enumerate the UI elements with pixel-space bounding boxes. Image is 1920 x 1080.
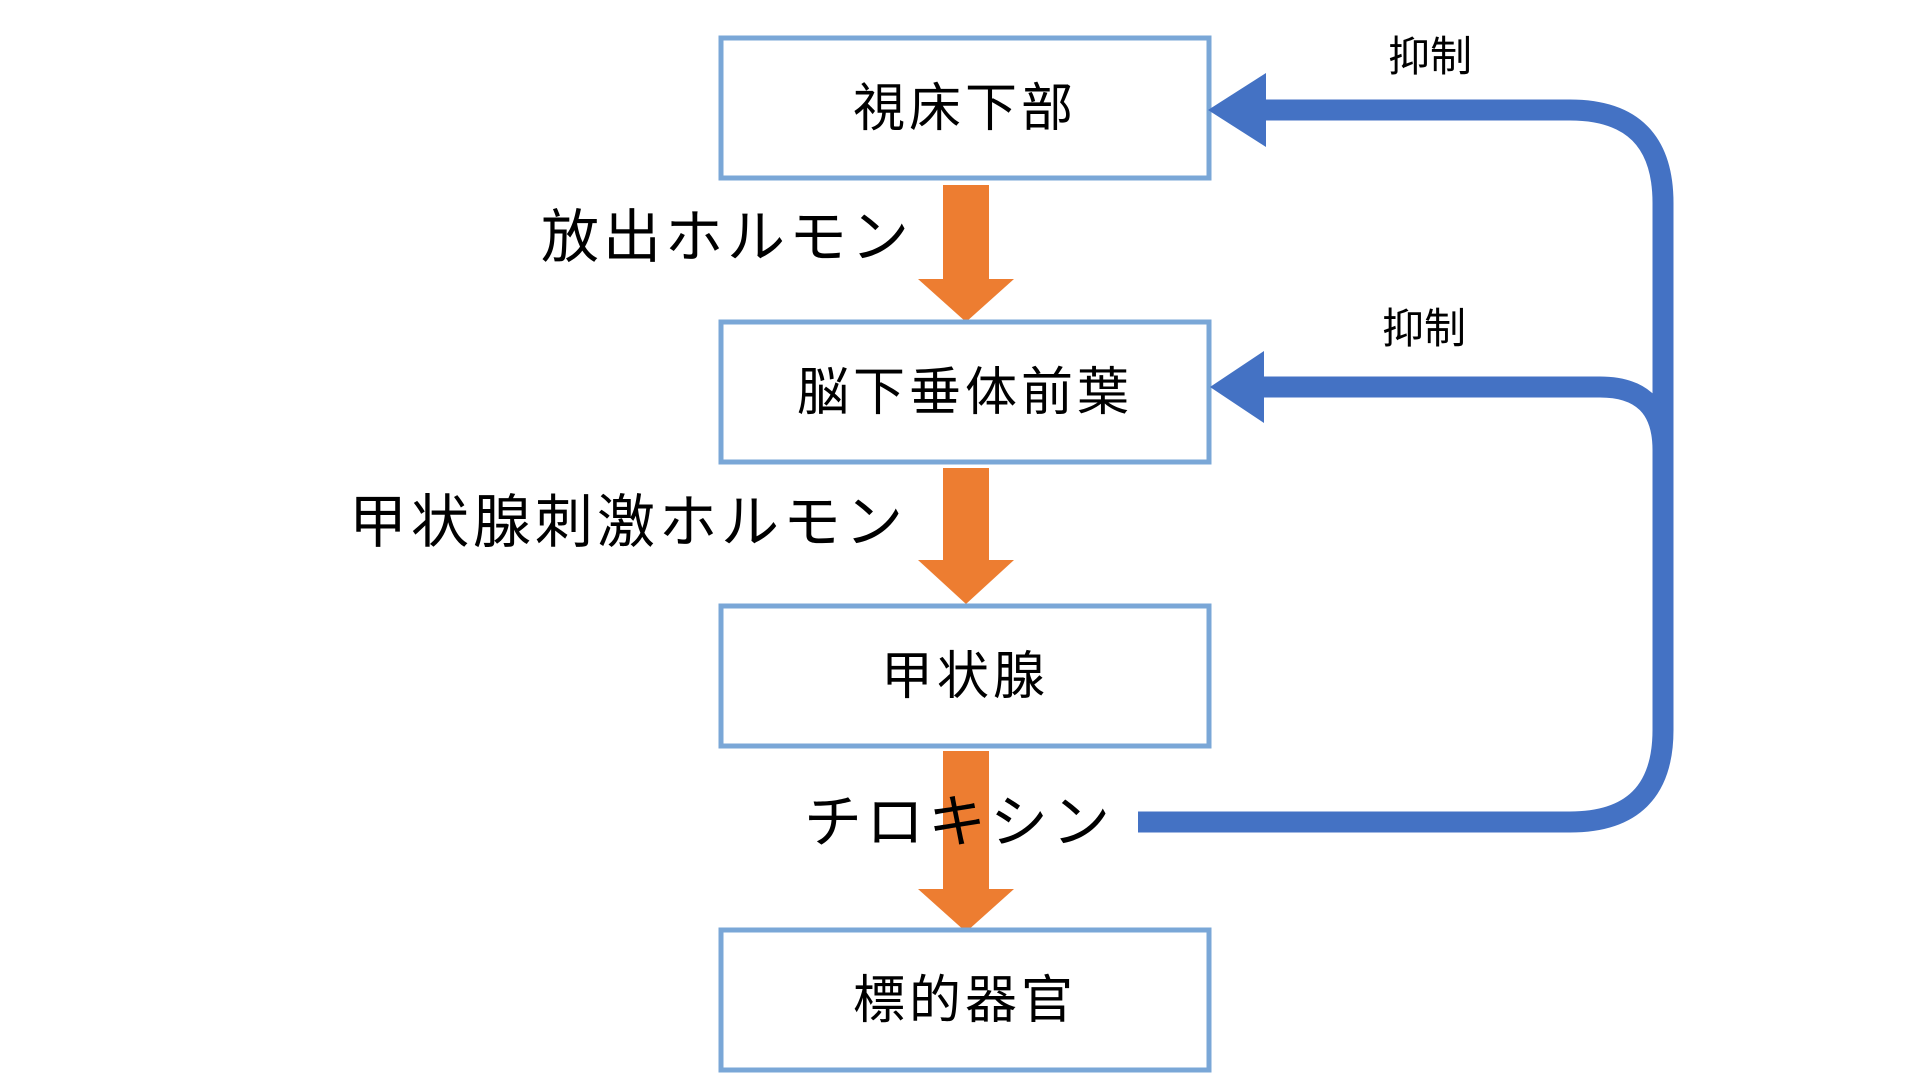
feedback-label-hypothalamus: 抑制 [1388,32,1472,81]
node-box-thyroid [718,603,1212,749]
edge-label-releasing-hormone: 放出ホルモン [541,203,913,271]
node-box-target-organ [718,927,1212,1073]
node-box-hypothalamus [718,35,1212,181]
feedback-arrowhead-anterior-pituitary [1210,351,1264,423]
feedback-line-to-anterior-pituitary [1258,376,1674,451]
edge-label-thyroxine: チロキシン [804,788,1114,856]
node-label-target-organ: 標的器官 [853,971,1077,1031]
feedback-label-anterior-pituitary: 抑制 [1382,304,1466,353]
node-label-thyroid: 甲状腺 [881,647,1049,707]
node-label-anterior-pituitary: 脳下垂体前葉 [797,363,1133,423]
edge-label-tsh: 甲状腺刺激ホルモン [349,488,907,556]
node-label-hypothalamus: 視床下部 [853,79,1077,139]
feedback-line-to-hypothalamus [1138,99,1674,833]
flow-arrow-3 [918,751,1014,932]
node-box-anterior-pituitary [718,319,1212,465]
flow-arrow-1 [918,185,1014,322]
flow-arrow-2 [918,468,1014,604]
feedback-arrowhead-hypothalamus [1208,73,1266,147]
